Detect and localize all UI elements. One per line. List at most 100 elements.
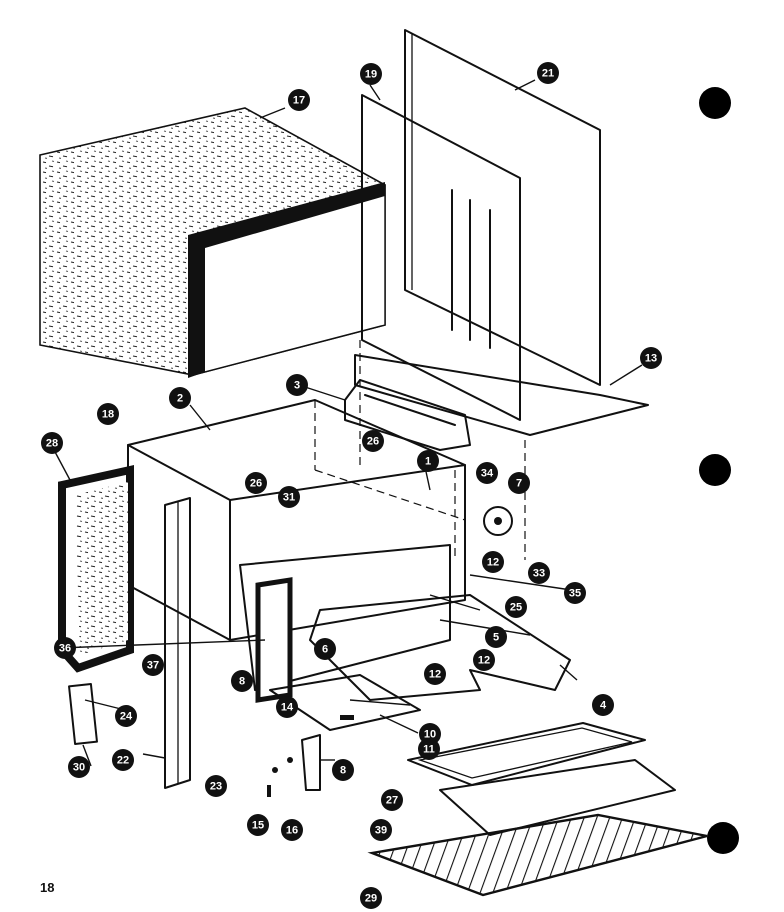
callout-bubble (286, 374, 308, 396)
callout-bubble (332, 759, 354, 781)
callout-label: 13 (645, 353, 657, 365)
callout-bubble (281, 819, 303, 841)
small-hardware (267, 715, 354, 797)
callout-12: 12 (473, 649, 495, 671)
callout-label: 28 (46, 438, 58, 450)
callout-24: 24 (115, 705, 137, 727)
callout-bubble (424, 663, 446, 685)
callout-label: 27 (386, 795, 398, 807)
callout-bubble (278, 486, 300, 508)
front-frame (239, 544, 451, 703)
callout-2: 2 (169, 387, 191, 409)
callout-16: 16 (281, 819, 303, 841)
callout-28: 28 (41, 432, 63, 454)
door-gasket (58, 465, 134, 673)
oven-floor-liner (309, 594, 571, 701)
callout-bubble (142, 654, 164, 676)
callout-3: 3 (286, 374, 308, 396)
callout-bubble (362, 430, 384, 452)
callout-25: 25 (505, 596, 527, 618)
callout-bubble (381, 789, 403, 811)
callout-bubble (370, 819, 392, 841)
callout-label: 2 (177, 393, 183, 405)
insulation-wrap (39, 107, 386, 378)
callout-22: 22 (112, 749, 134, 771)
callout-bubble (276, 696, 298, 718)
fan-blade (483, 506, 513, 536)
callout-bubble (417, 450, 439, 472)
callout-bubble (476, 462, 498, 484)
callout-12: 12 (424, 663, 446, 685)
callout-bubble (97, 403, 119, 425)
back-liner (361, 94, 521, 421)
bottom-panel (354, 354, 649, 436)
callout-bubble (528, 562, 550, 584)
leader-lines (53, 79, 643, 767)
callout-19: 19 (360, 63, 382, 85)
broil-pan (407, 722, 646, 786)
callout-bubble (564, 582, 586, 604)
callout-bubble (247, 814, 269, 836)
callout-bubble (485, 626, 507, 648)
callout-label: 35 (569, 588, 581, 600)
callout-bubble (245, 472, 267, 494)
margin-dot (699, 87, 731, 119)
callout-bubble (288, 89, 310, 111)
callout-bubble (505, 596, 527, 618)
callout-21: 21 (537, 62, 559, 84)
callout-label: 37 (147, 660, 159, 672)
margin-dot (707, 822, 739, 854)
callout-label: 11 (423, 744, 435, 756)
callout-14: 14 (276, 696, 298, 718)
callout-bubble (473, 649, 495, 671)
callout-bubble (54, 637, 76, 659)
callout-1: 1 (417, 450, 439, 472)
callout-label: 5 (493, 632, 499, 644)
callout-bubble (482, 551, 504, 573)
callout-7: 7 (508, 472, 530, 494)
callout-label: 21 (542, 68, 554, 80)
callout-label: 34 (481, 468, 494, 480)
callout-label: 1 (425, 456, 431, 468)
callout-bubble (205, 775, 227, 797)
callout-11: 11 (418, 738, 440, 760)
callout-34: 34 (476, 462, 498, 484)
callout-label: 14 (281, 702, 294, 714)
callout-27: 27 (381, 789, 403, 811)
callout-label: 33 (533, 568, 545, 580)
callout-label: 26 (367, 436, 379, 448)
pan-tray (439, 759, 676, 836)
callout-33: 33 (528, 562, 550, 584)
callout-label: 19 (365, 69, 377, 81)
callout-bubble (537, 62, 559, 84)
callout-label: 6 (322, 644, 328, 656)
callout-label: 4 (600, 700, 607, 712)
lower-seal (269, 674, 421, 731)
callout-bubble (314, 638, 336, 660)
callout-label: 3 (294, 380, 300, 392)
oven-rack (367, 813, 708, 897)
callout-bubble (115, 705, 137, 727)
callout-label: 16 (286, 825, 298, 837)
callout-23: 23 (205, 775, 227, 797)
callout-group: 17 19 2 11 33 21 8 28 26 13 4 7 26 31 1 23 3 35 25 36 6 5 12 12… (41, 62, 662, 909)
callout-label: 31 (283, 492, 295, 504)
callout-26: 26 (245, 472, 267, 494)
callout-36: 36 (54, 637, 76, 659)
callout-17: 17 (288, 89, 310, 111)
callout-37: 37 (142, 654, 164, 676)
callout-label: 36 (59, 643, 71, 655)
callout-4: 4 (592, 694, 614, 716)
callout-label: 12 (429, 669, 441, 681)
callout-12: 12 (482, 551, 504, 573)
callout-label: 24 (120, 711, 133, 723)
callout-bubble (360, 63, 382, 85)
callout-label: 7 (516, 478, 522, 490)
callout-bubble (418, 738, 440, 760)
callout-5: 5 (485, 626, 507, 648)
callout-label: 15 (252, 820, 264, 832)
callout-bubble (592, 694, 614, 716)
callout-label: 8 (239, 676, 245, 688)
cover-panel (68, 683, 98, 745)
